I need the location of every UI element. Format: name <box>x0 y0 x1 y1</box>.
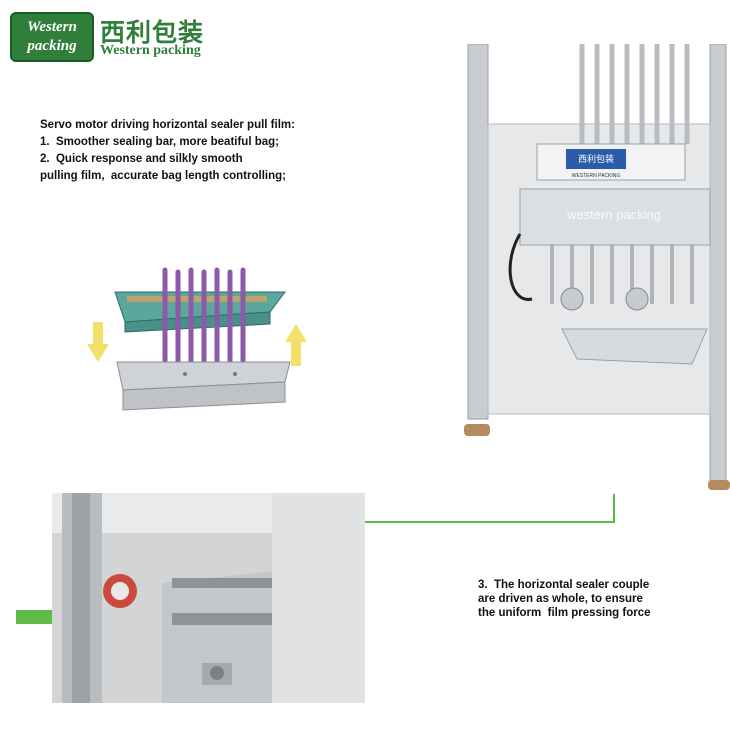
note-line-3: the uniform film pressing force <box>478 607 651 619</box>
sealer-illustration <box>87 267 307 411</box>
machine-label-cn: 西利包装 <box>578 153 614 165</box>
description-point-2b: pulling film, accurate bag length contro… <box>40 170 286 182</box>
logo-english-name: Western packing <box>100 43 201 58</box>
logo-box-line1: Western <box>27 19 77 35</box>
machine-label-en: WESTERN PACKING <box>572 173 621 179</box>
note-line-1: 3. The horizontal sealer couple <box>478 579 650 591</box>
description-point-2a: 2. Quick response and silkly smooth <box>40 153 243 165</box>
feature-description: Servo motor driving horizontal sealer pu… <box>40 117 295 185</box>
description-heading: Servo motor driving horizontal sealer pu… <box>40 119 295 131</box>
machine-watermark: western packing <box>566 207 661 222</box>
machine-photo: 西利包装 WESTERN PACKING western packing <box>462 44 730 494</box>
down-arrow-icon <box>87 322 109 362</box>
logo-chinese-name: 西利包装 <box>100 18 205 47</box>
feature-note: 3. The horizontal sealer couple are driv… <box>478 578 651 620</box>
note-line-2: are driven as whole, to ensure <box>478 593 643 605</box>
sealer-closeup-photo <box>52 493 365 703</box>
up-arrow-icon <box>285 324 307 366</box>
description-point-1: 1. Smoother sealing bar, more beatiful b… <box>40 136 279 148</box>
logo-box-line2: packing <box>27 38 77 54</box>
brand-logo-box: Western packing <box>10 12 94 62</box>
